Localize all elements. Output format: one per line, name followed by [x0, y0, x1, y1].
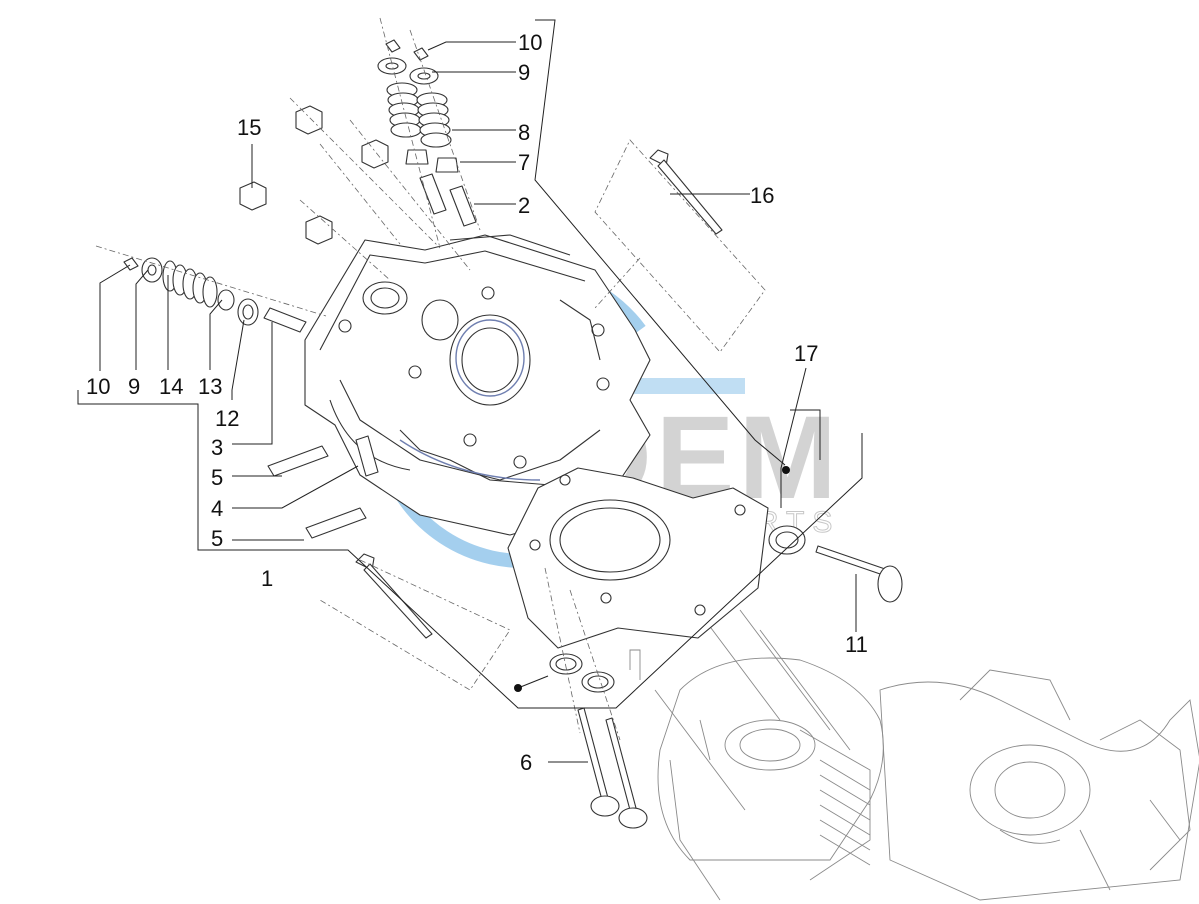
callout-10-top: 10 [518, 30, 542, 55]
reference-dot-left [514, 684, 522, 692]
head-gasket [507, 467, 769, 649]
cylinder-head [304, 234, 651, 536]
callout-4: 4 [211, 496, 223, 521]
callout-17: 17 [794, 341, 818, 366]
callout-3: 3 [211, 435, 223, 460]
valve-train-left [123, 257, 307, 333]
engine-block-background [629, 599, 1199, 901]
valve-spring-right [416, 92, 452, 148]
head-bolt-center [355, 553, 433, 639]
dowels-and-seal [267, 435, 379, 539]
callout-1: 1 [261, 566, 273, 591]
head-nuts [239, 105, 389, 245]
valves-6 [549, 653, 648, 829]
callout-8: 8 [518, 120, 530, 145]
callout-10-left: 10 [86, 374, 110, 399]
callout-14: 14 [159, 374, 183, 399]
callout-12: 12 [215, 406, 239, 431]
valve-spring-side [162, 260, 218, 308]
callout-7: 7 [518, 150, 530, 175]
part-callouts: 10 9 8 7 2 15 16 17 10 9 14 13 12 3 5 4 … [86, 30, 868, 775]
callout-2: 2 [518, 193, 530, 218]
alignment-lines [95, 17, 766, 741]
callout-13: 13 [198, 374, 222, 399]
leader-lines [77, 19, 863, 763]
callout-5-top: 5 [211, 465, 223, 490]
callout-16: 16 [750, 183, 774, 208]
callout-9-top: 9 [518, 60, 530, 85]
callout-11: 11 [845, 632, 868, 657]
valve-spring-left [386, 82, 422, 138]
valve-train-top [377, 39, 477, 227]
callout-6: 6 [520, 750, 532, 775]
head-bolt-16 [649, 149, 723, 235]
callout-9-left: 9 [128, 374, 140, 399]
callout-15: 15 [237, 115, 261, 140]
callout-5-bottom: 5 [211, 526, 223, 551]
reference-dot-right [782, 466, 790, 474]
